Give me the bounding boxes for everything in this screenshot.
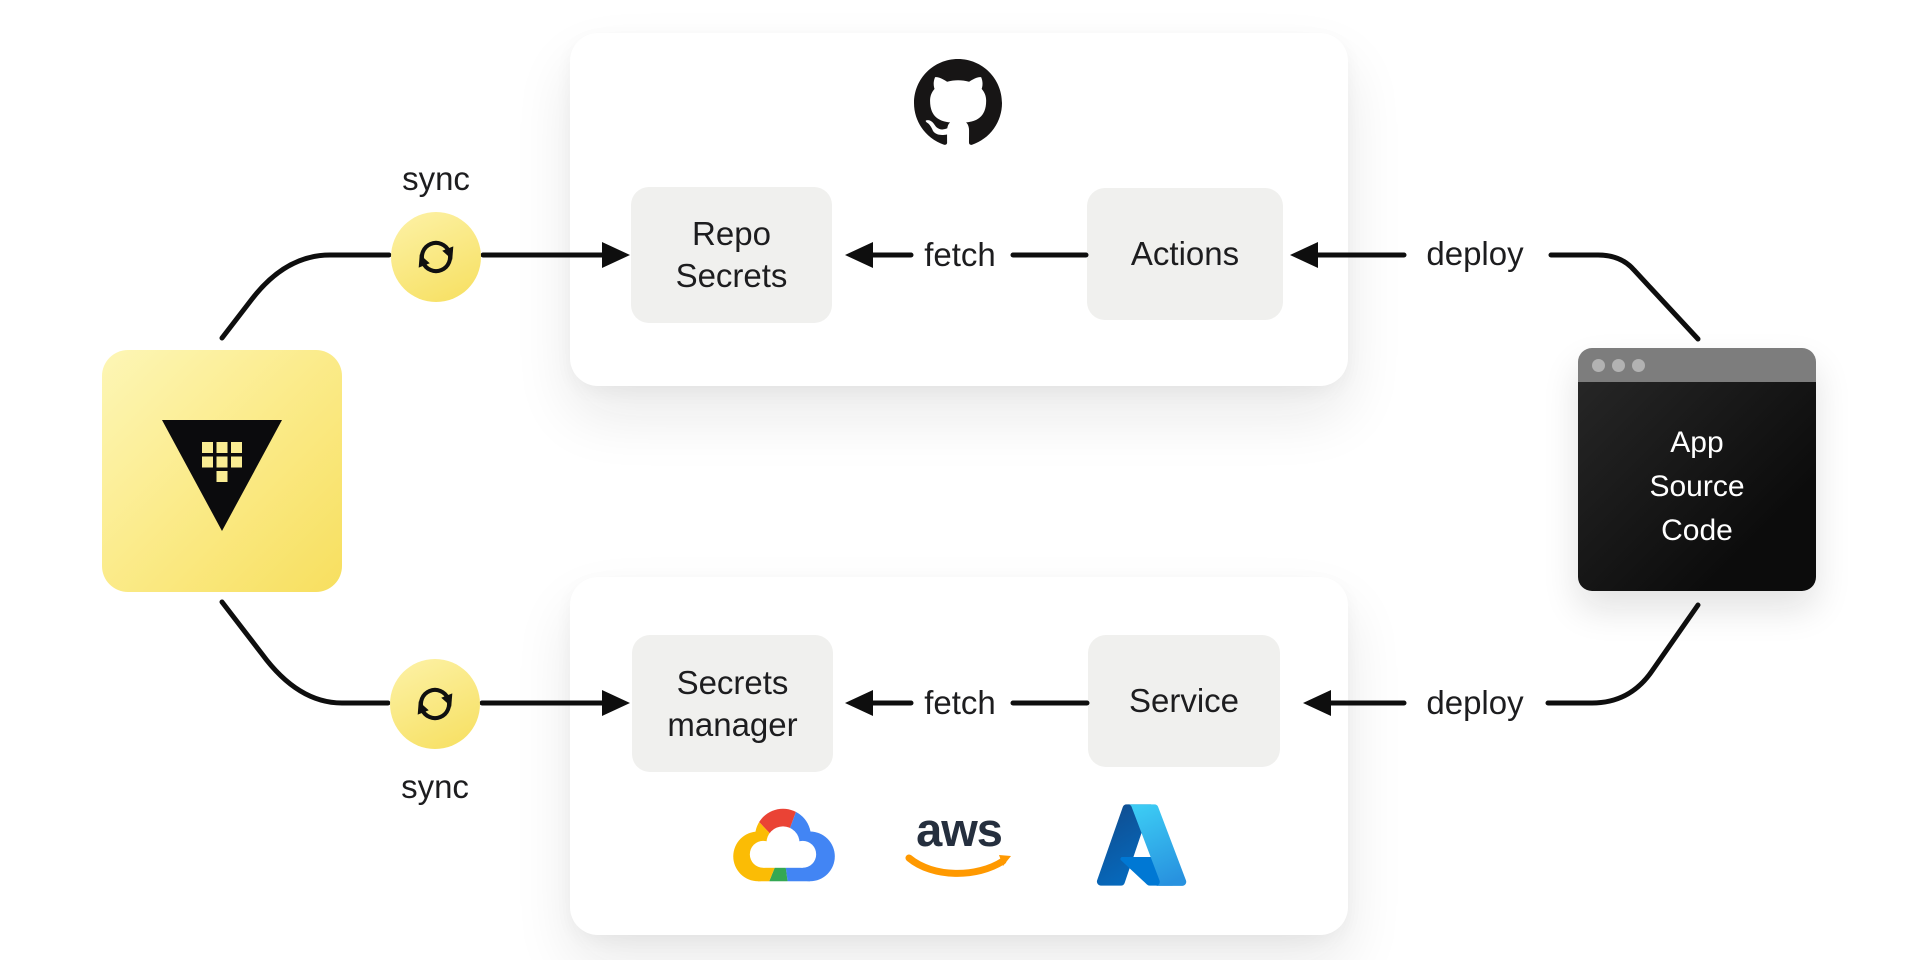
aws-smile-icon [905, 854, 1011, 877]
deploy-label-bottom: deploy [1426, 684, 1524, 721]
actions-label: Actions [1130, 235, 1240, 273]
fetch-label-top: fetch [924, 236, 996, 273]
vault-icon [162, 420, 282, 531]
service-node: Service [1088, 635, 1280, 767]
connector-vault-to-sync-top [219, 252, 392, 341]
github-icon [914, 59, 1002, 145]
sync-refresh-icon [417, 687, 453, 721]
sync-badge-top [391, 212, 481, 302]
secrets-manager-label-line1: Secrets [676, 663, 789, 701]
aws-icon: aws [903, 806, 1015, 894]
window-dot-icon [1612, 358, 1625, 372]
connector-vault-to-sync-bottom [219, 599, 391, 706]
google-cloud-icon [726, 796, 840, 894]
sync-badge-bottom [390, 659, 480, 749]
repo-secrets-label-line1: Repo [692, 215, 771, 253]
repo-secrets-label-line2: Secrets [675, 257, 788, 294]
connector-appwindow-to-deploy-bottom [1545, 602, 1701, 706]
window-body: App Source Code [1578, 382, 1816, 591]
secrets-manager-label-line2: manager [667, 705, 798, 743]
fetch-label-bottom: fetch [924, 684, 996, 721]
app-window-label-line1: App [1670, 425, 1724, 459]
repo-secrets-node: Repo Secrets [631, 187, 832, 323]
connector-appwindow-to-deploy-top [1548, 252, 1701, 342]
actions-node: Actions [1087, 188, 1283, 320]
azure-icon [1096, 804, 1187, 886]
aws-wordmark: aws [916, 803, 1003, 856]
window-dot-icon [1632, 358, 1645, 372]
sync-refresh-icon [418, 240, 454, 274]
secrets-manager-node: Secrets manager [632, 635, 833, 772]
app-window-label-line2: Source [1649, 469, 1745, 503]
window-titlebar [1578, 348, 1816, 382]
sync-label-top: sync [402, 160, 470, 197]
deploy-label-top: deploy [1426, 235, 1524, 272]
app-window-label-line3: Code [1661, 513, 1733, 547]
window-dot-icon [1592, 358, 1605, 372]
service-label: Service [1128, 682, 1240, 720]
vault-tile [102, 350, 342, 592]
sync-label-bottom: sync [401, 768, 469, 805]
app-source-code-window: App Source Code [1578, 348, 1816, 591]
